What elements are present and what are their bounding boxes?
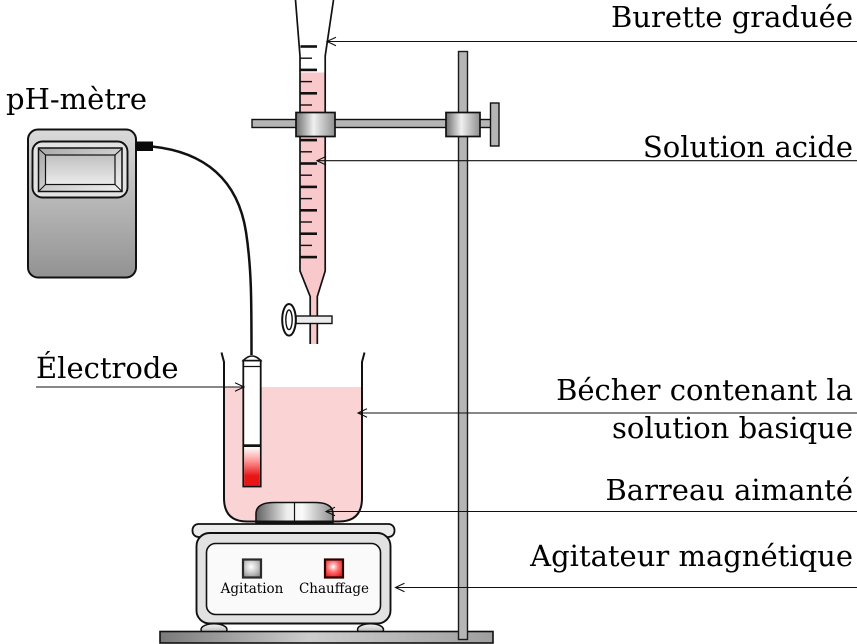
burette <box>281 0 335 344</box>
electrode-cap <box>241 355 263 362</box>
electrode-sensor <box>244 447 260 486</box>
burette-wall-left <box>294 0 312 344</box>
arrow-electrode <box>234 382 246 392</box>
label-becher-line1: Bécher contenant la <box>556 373 853 407</box>
arrow-barreau <box>324 506 336 517</box>
agitation-button <box>241 558 263 579</box>
stopcock <box>281 303 333 337</box>
label-agitateur: Agitateur magnétique <box>530 539 853 573</box>
beaker-glass <box>220 352 366 523</box>
label-barreau: Barreau aimanté <box>605 473 853 507</box>
electrode-band <box>243 444 261 448</box>
label-solution-acide: Solution acide <box>642 130 853 164</box>
screen-bevel-lines <box>38 148 122 192</box>
clamp-block-burette <box>295 111 336 138</box>
label-ph-metre: pH-mètre <box>6 82 147 116</box>
arrow-agitateur <box>394 582 405 593</box>
label-burette: Burette graduée <box>611 0 853 34</box>
label-chauffage: Chauffage <box>298 581 370 597</box>
cable-connector <box>136 141 153 151</box>
stand-rod <box>457 50 469 641</box>
arrow-solution-acide <box>315 156 327 166</box>
label-electrode: Électrode <box>36 351 179 385</box>
label-becher-line2: solution basique <box>612 411 853 445</box>
electrode-probe <box>241 355 263 488</box>
heating-button <box>323 558 345 579</box>
arrow-burette <box>325 36 337 47</box>
clamp-knob <box>489 102 500 147</box>
electrode-cable <box>151 145 253 356</box>
graduation-ticks <box>300 45 317 259</box>
clamp-block-stand <box>445 111 481 138</box>
clamp <box>251 102 500 147</box>
leader-lines <box>36 36 857 593</box>
ph-meter-screen <box>44 154 116 186</box>
burette-wall-right <box>316 0 335 344</box>
arrow-becher <box>356 408 368 418</box>
stand-base <box>159 630 494 644</box>
label-agitation: Agitation <box>220 581 284 597</box>
ph-meter <box>27 128 253 356</box>
magnetic-stirrer <box>191 523 396 625</box>
stirrer-front-panel <box>205 542 382 616</box>
